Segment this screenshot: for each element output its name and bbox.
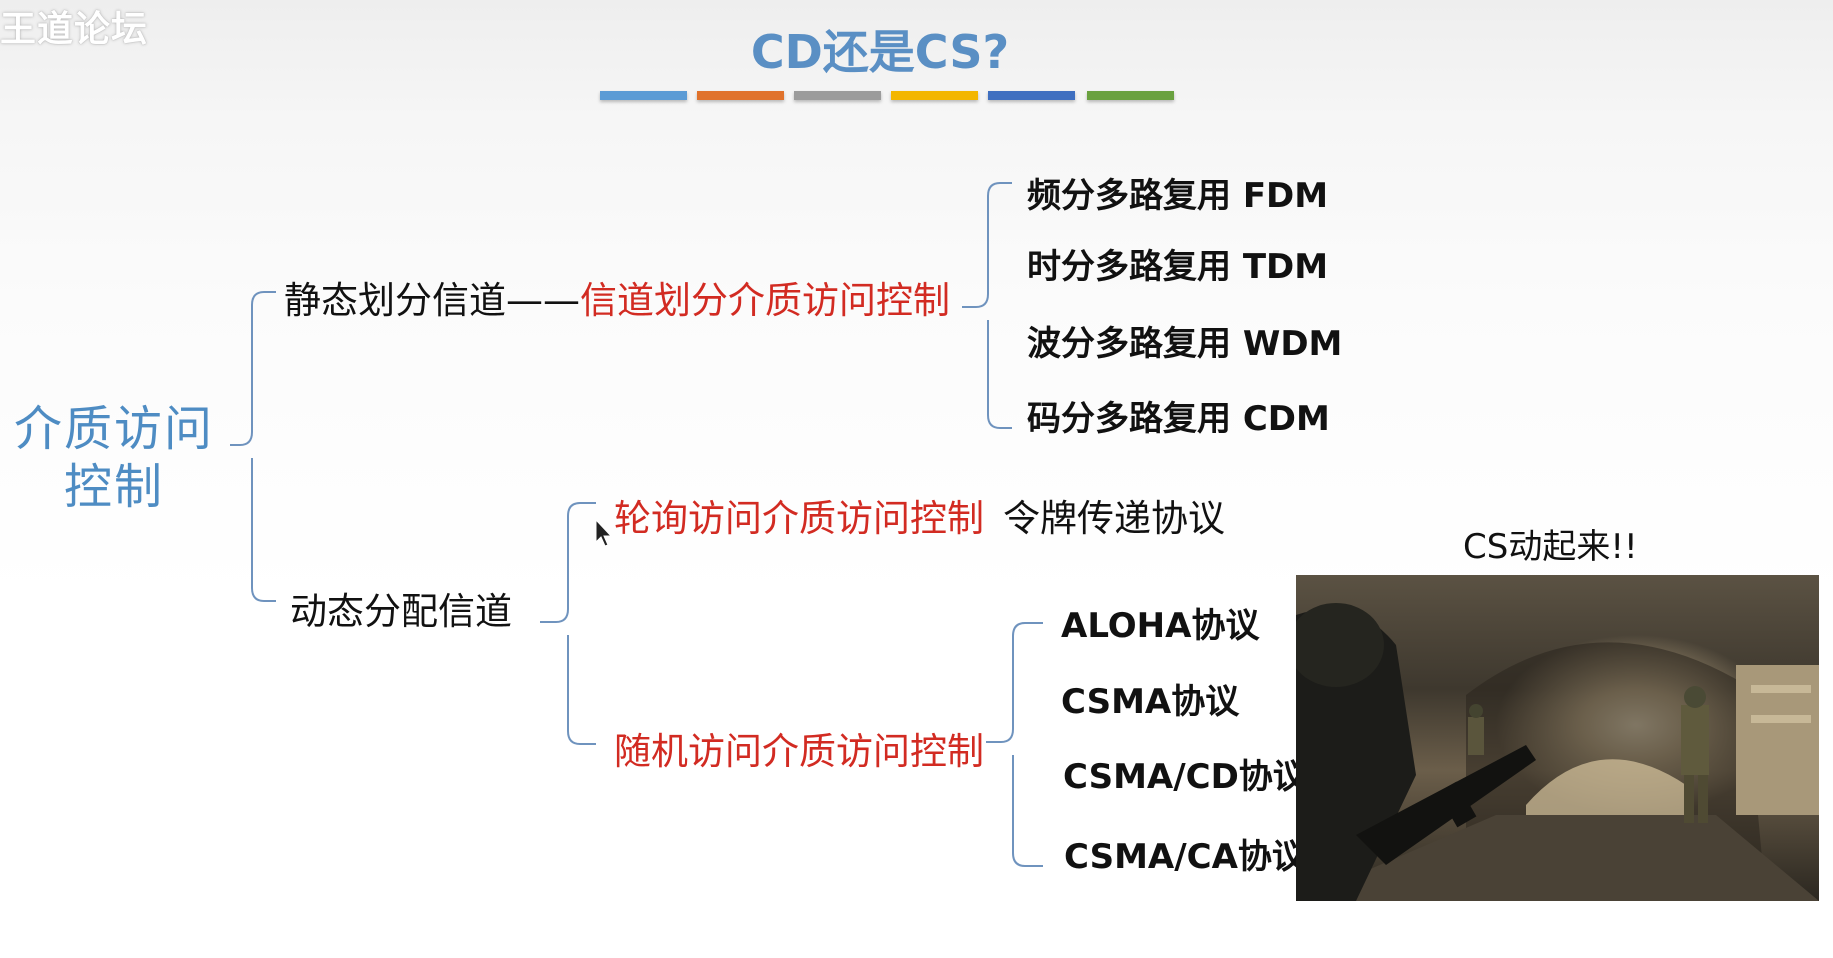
color-segment-1 (600, 91, 687, 100)
token-passing-protocol: 令牌传递协议 (1003, 497, 1225, 540)
root-node: 介质访问控制 (14, 401, 215, 515)
photo-caption: CS动起来!! (1463, 527, 1638, 567)
color-segment-6 (1087, 91, 1174, 100)
slide-title: CD还是CS? (750, 25, 1010, 79)
channel-division-label: 信道划分介质访问控制 (580, 279, 950, 322)
leaf-csma-ca: CSMA/CA协议 (1064, 837, 1306, 877)
bracket-dynamic (540, 502, 596, 745)
leaf-csma-cd: CSMA/CD协议 (1063, 757, 1307, 797)
color-segment-3 (794, 91, 881, 100)
static-channel-label: 静态划分信道—— (284, 279, 580, 322)
mouse-cursor-icon (595, 518, 613, 547)
dynamic-channel-node: 动态分配信道 (290, 590, 512, 633)
leaf-csma: CSMA协议 (1061, 682, 1240, 722)
bracket-random (986, 622, 1043, 867)
leaf-wdm: 波分多路复用 WDM (1027, 324, 1343, 364)
bracket-static (962, 182, 1012, 429)
static-channel-node: 静态划分信道——信道划分介质访问控制 (284, 270, 950, 324)
leaf-tdm: 时分多路复用 TDM (1027, 247, 1329, 287)
leaf-fdm: 频分多路复用 FDM (1027, 176, 1329, 216)
watermark-logo: 王道论坛 (0, 9, 149, 50)
random-access-node: 随机访问介质访问控制 (614, 730, 984, 773)
leaf-aloha: ALOHA协议 (1061, 606, 1260, 646)
polling-access-node: 轮询访问介质访问控制 (614, 497, 984, 540)
leaf-cdm: 码分多路复用 CDM (1027, 399, 1330, 439)
cs-game-image (1296, 575, 1819, 901)
color-segment-2 (697, 91, 784, 100)
bracket-root (230, 291, 276, 602)
color-segment-4 (891, 91, 978, 100)
color-segment-5 (988, 91, 1075, 100)
